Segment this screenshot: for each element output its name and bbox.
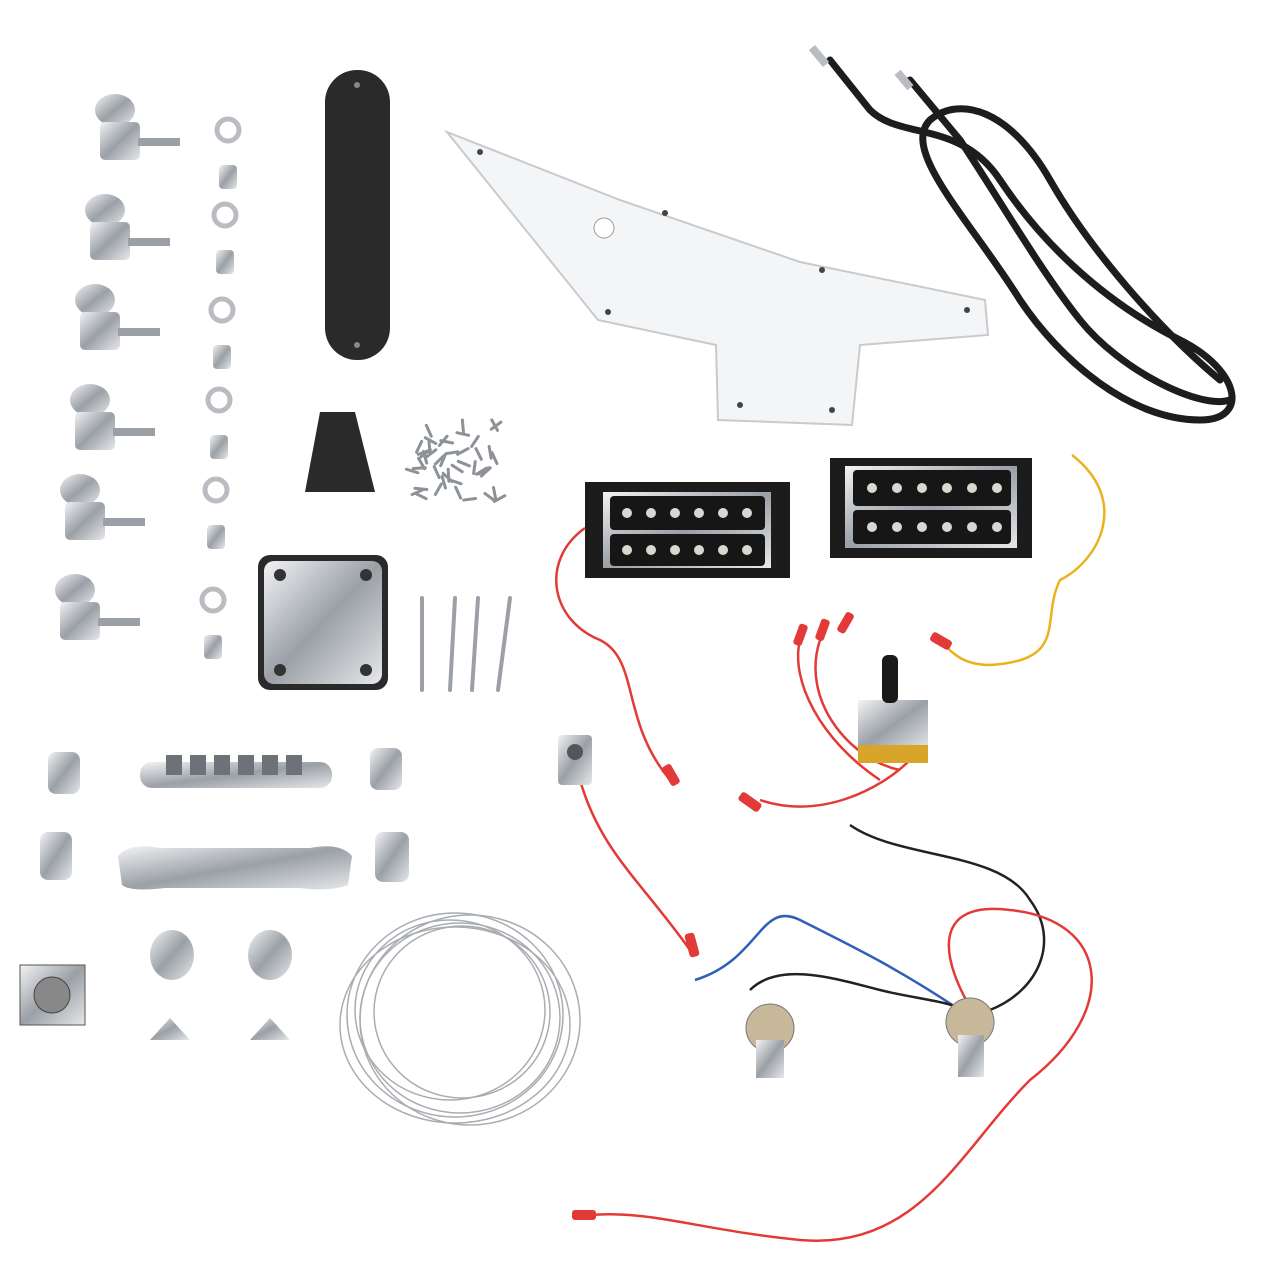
bushing (207, 525, 225, 549)
tuner (55, 574, 140, 640)
washer (214, 204, 236, 226)
tuner (95, 94, 180, 160)
truss-rod-bell-cover (305, 412, 375, 492)
mounting-screws (406, 420, 504, 502)
washer (208, 389, 230, 411)
instrument-cable (830, 60, 1232, 420)
washer (211, 299, 233, 321)
tuner (85, 194, 170, 260)
pickguard (447, 132, 988, 425)
bushing (204, 635, 222, 659)
neck-screws (422, 598, 510, 690)
tune-o-matic-bridge (140, 755, 332, 788)
washer (217, 119, 239, 141)
tuner (75, 284, 160, 350)
potentiometer-volume (746, 1004, 794, 1078)
jack-plate (20, 965, 85, 1025)
bushing (213, 345, 231, 369)
toggle-switch (858, 655, 928, 763)
potentiometer-tone (946, 998, 994, 1077)
output-jack (558, 735, 592, 785)
bushing (216, 250, 234, 274)
washer (202, 589, 224, 611)
humbucker-pickup-bridge (830, 458, 1032, 558)
humbucker-pickup-neck (585, 482, 790, 578)
truss-rod-cover (325, 70, 390, 360)
strap-buttons (150, 930, 292, 1040)
bushing (210, 435, 228, 459)
tuner (70, 384, 155, 450)
tuning-machines (55, 94, 180, 640)
tuner-bushings-washers (202, 119, 239, 659)
bushing (219, 165, 237, 189)
guitar-strings (340, 913, 580, 1125)
tuner (60, 474, 145, 540)
washer (205, 479, 227, 501)
stop-tailpiece (118, 846, 352, 889)
